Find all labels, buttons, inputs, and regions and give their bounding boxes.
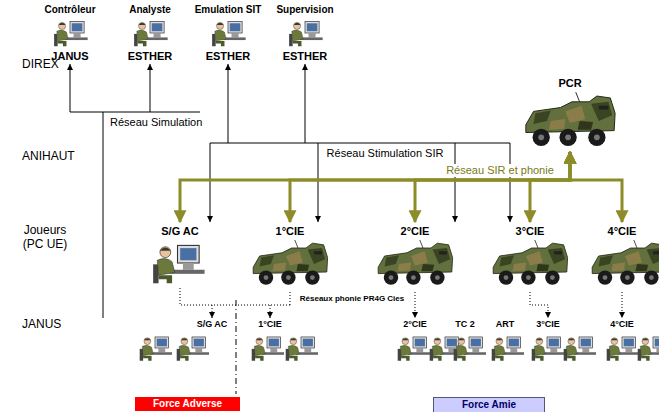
radio-link [530,292,548,318]
network-label: Réseau SIR et phonie [444,164,556,177]
node-label: Force Adverse [139,398,236,410]
command-vehicle: PCR [520,74,620,152]
operator-icon [54,22,88,47]
radio-link [180,288,290,305]
station-name: Analyste [129,4,171,16]
operator-icon [286,337,318,361]
node-label: 3°CIE [488,225,572,237]
force-separator [236,300,237,394]
radio-link [212,305,213,318]
network-link [150,64,151,112]
operator-icon [177,337,209,361]
force-box: Force Adverse [135,397,240,411]
sir-network-link [180,152,570,222]
network-label: Réseau Stimulation SIR [325,147,446,160]
software-name: ESTHER [128,50,173,63]
operator-icon [140,337,172,361]
station-name: Contrôleur [44,4,95,16]
stimulation-link [210,143,211,222]
network-link [228,64,229,143]
unit-label: 2°CIE [403,319,427,329]
network-link [305,64,306,143]
unit-label: TC 2 [455,319,475,329]
operator-icon [638,337,659,361]
network-link [70,64,71,112]
node-label: S/G AC [145,225,215,237]
command-post: S/G AC [145,222,215,288]
company-vehicle: 4°CIE [587,222,657,292]
station-name: Emulation SIT [195,4,262,16]
software-name: ESTHER [206,50,251,63]
operator-icon [607,337,639,361]
force-box: Force Amie [433,397,545,412]
network-label: Réseaux phonie PR4G Cies [299,294,405,303]
node-label: PCR [520,77,620,89]
row-label: JANUS [22,318,61,332]
unit-label: 4°CIE [610,319,634,329]
vehicle-picture [253,240,327,285]
radio-link [270,305,271,318]
stimulation-link [510,143,511,222]
operator-icon [134,22,168,47]
operator-icon [252,337,284,361]
row-label: ANIHAUT [22,150,75,164]
station-name: Supervision [276,4,333,16]
sir-network-link [530,152,570,222]
operator-icon [153,245,204,283]
company-vehicle: 3°CIE [488,222,572,292]
radio-link [415,292,416,318]
vehicle-picture [526,92,615,146]
vehicle-picture [592,240,659,285]
vehicle-picture [493,240,567,285]
unit-label: 1°CIE [258,319,282,329]
unit-label: ART [496,319,515,329]
operator-icon [454,337,486,361]
row-label: Joueurs (PC UE) [15,224,75,252]
operator-icon [289,22,323,47]
stimulation-network [210,143,510,144]
operator-icon [492,337,524,361]
software-name: JANUS [51,50,88,63]
node-label: 2°CIE [373,225,457,237]
company-vehicle: 2°CIE [373,222,457,292]
operator-icon [398,337,430,361]
node-label: 4°CIE [587,225,657,237]
company-vehicle: 1°CIE [248,222,332,292]
sir-network-link [290,152,570,222]
sir-network-link [570,152,622,222]
unit-label: 3°CIE [536,319,560,329]
operator-icon [564,337,596,361]
operator-icon [532,337,564,361]
software-name: ESTHER [283,50,328,63]
radio-link [622,292,623,318]
operator-icon [212,22,246,47]
sir-network-link [415,152,570,222]
unit-label: S/G AC [197,319,228,329]
stimulation-link [318,143,319,222]
node-label: 1°CIE [248,225,332,237]
network-label: Réseau Simulation [108,116,204,129]
node-label: Force Amie [438,399,540,411]
vehicle-picture [378,240,452,285]
stimulation-link [455,143,456,222]
